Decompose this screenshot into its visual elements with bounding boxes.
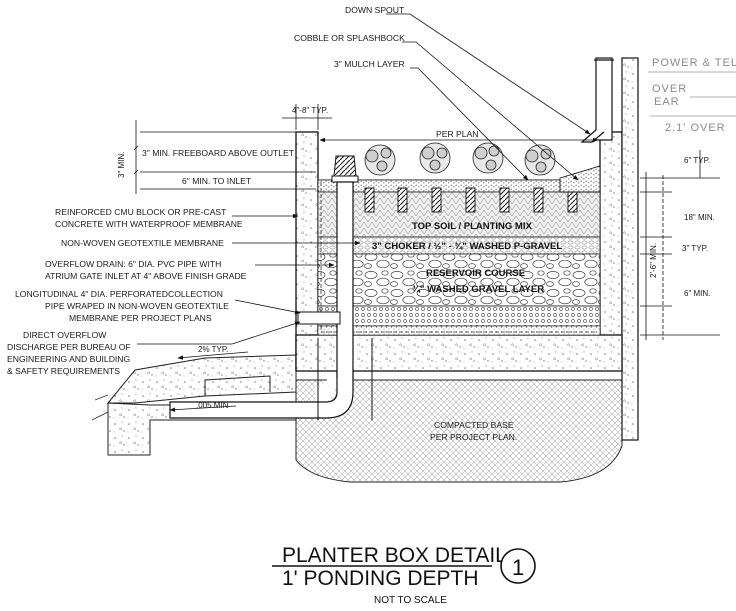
label-discharge-4: & SAFETY REQUIREMENTS <box>7 366 120 376</box>
subtitle-text: 1' PONDING DEPTH <box>282 567 479 590</box>
label-discharge-2: DISCHARGE PER BUREAU OF <box>7 342 131 352</box>
top-leaders <box>386 13 591 181</box>
label-to-inlet: 6" MIN. TO INLET <box>182 176 252 186</box>
label-dim-18: 18" MIN. <box>684 213 715 222</box>
compacted-base-area <box>295 379 623 483</box>
label-overflow-2: ATRIUM GATE INLET AT 4" ABOVE FINISH GRA… <box>45 271 247 281</box>
label-compacted-1: COMPACTED BASE <box>434 420 514 430</box>
label-gravel: ¾" WASHED GRAVEL LAYER <box>412 284 544 295</box>
label-dim-6min: 6" MIN. <box>684 289 710 298</box>
detail-number-circle <box>500 548 536 584</box>
label-collection-1: LONGITUDINAL 4" DIA. PERFORATEDCOLLECTIO… <box>15 289 223 299</box>
label-discharge-3: ENGINEERING AND BUILDING <box>7 354 131 364</box>
label-wall-typ: 4"-8" TYP. <box>292 106 328 115</box>
label-compacted-2: PER PROJECT PLAN. <box>430 432 517 442</box>
ghost-text-4: 2.1' OVER <box>665 122 726 134</box>
detail-number: 1 <box>512 555 524 580</box>
label-cobble: COBBLE OR SPLASHBOCK <box>294 33 405 43</box>
label-slope-typ: 2% TYP. <box>198 345 228 354</box>
reservoir-layer <box>317 253 601 307</box>
building-wall <box>621 57 639 441</box>
label-collection-2: PIPE WRAPED IN NON-WOVEN GEOTEXTILE <box>45 301 229 311</box>
label-choker: 3" CHOKER / ½" - ¾" WASHED P-GRAVEL <box>372 241 562 252</box>
label-down-spout: DOWN SPOUT <box>345 5 405 15</box>
label-slope-min: .005 MIN <box>196 401 229 410</box>
left-leaders <box>137 213 361 345</box>
title-text: PLANTER BOX DETAIL <box>282 544 507 567</box>
slope-arrows <box>169 351 249 412</box>
label-discharge-1: DIRECT OVERFLOW <box>23 330 107 340</box>
right-dimensions <box>640 150 720 340</box>
label-reservoir: RESERVOIR COURSE <box>426 268 525 279</box>
label-geotextile: NON-WOVEN GEOTEXTILE MEMBRANE <box>61 238 224 248</box>
collection-pipe-bed <box>317 305 601 327</box>
ghost-annotations: POWER & TEL OVER EAR 2.1' OVER <box>648 57 736 134</box>
ghost-text-2: OVER <box>652 83 687 95</box>
left-planter-wall <box>295 131 319 371</box>
label-freeboard-vertical: 3" MIN. <box>117 152 126 178</box>
label-mulch: 3" MULCH LAYER <box>334 59 405 69</box>
splashblock <box>559 165 601 193</box>
right-planter-wall <box>599 131 623 371</box>
ghost-text-3: EAR <box>654 96 680 108</box>
label-freeboard: 3" MIN. FREEBOARD ABOVE OUTLET <box>142 148 295 158</box>
label-dim-6typ: 6" TYP. <box>684 156 710 165</box>
label-collection-3: MEMBRANE PER PROJECT PLANS <box>69 313 212 323</box>
title-block: PLANTER BOX DETAIL 1' PONDING DEPTH NOT … <box>272 544 536 606</box>
scale-note: NOT TO SCALE <box>374 595 447 606</box>
label-cmu-2: CONCRETE WITH WATERPROOF MEMBRANE <box>55 219 243 229</box>
label-per-plan: PER PLAN <box>436 129 479 139</box>
left-dimensions <box>133 104 332 194</box>
label-dim-3typ: 3" TYP. <box>682 244 708 253</box>
label-dim-total: 2'-6" MIN. <box>649 243 658 278</box>
label-overflow-1: OVERFLOW DRAIN: 6" DIA. PVC PIPE WITH <box>45 259 221 269</box>
plant-stems <box>364 187 578 213</box>
plants <box>364 142 556 176</box>
mulch-layer <box>317 179 601 193</box>
overflow-drain-pipe <box>169 155 373 420</box>
down-spout <box>580 57 614 143</box>
ghost-text-1: POWER & TEL <box>652 57 736 69</box>
sidewalk-slab <box>106 354 297 404</box>
label-cmu-1: REINFORCED CMU BLOCK OR PRE-CAST <box>55 207 227 217</box>
label-topsoil: TOP SOIL / PLANTING MIX <box>412 221 532 232</box>
